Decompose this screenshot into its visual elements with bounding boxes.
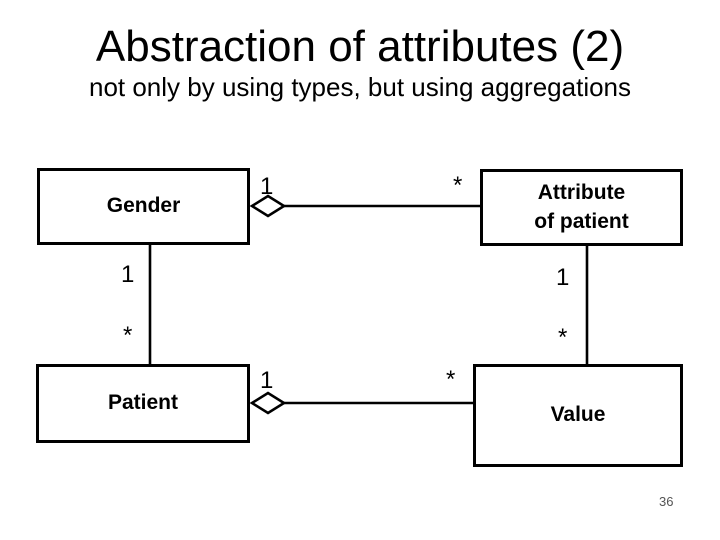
multiplicity-label-patient-value-from: 1	[260, 367, 274, 394]
multiplicity-label-attribute-value-from: 1	[556, 264, 570, 291]
node-gender-label: Gender	[106, 194, 181, 218]
multiplicity-label-gender-patient-to: *	[123, 322, 133, 349]
node-gender: Gender	[37, 168, 250, 245]
aggregation-diamond-icon-gender	[249, 194, 287, 218]
multiplicity-label-gender-patient-from: 1	[121, 261, 135, 288]
multiplicity-label-gender-attribute-to: *	[453, 172, 463, 199]
node-value-label: Value	[550, 403, 606, 427]
node-attribute-of-patient: Attribute of patient	[480, 169, 683, 246]
node-patient: Patient	[36, 364, 250, 443]
node-value: Value	[473, 364, 683, 467]
slide-subtitle: not only by using types, but using aggre…	[88, 72, 632, 102]
multiplicity-label-gender-attribute-from: 1	[260, 173, 274, 200]
slide-title: Abstraction of attributes (2)	[95, 22, 625, 71]
page-number: 36	[659, 494, 674, 509]
node-attribute-of-patient-label: Attribute of patient	[534, 181, 629, 233]
multiplicity-label-attribute-value-to: *	[558, 324, 568, 351]
multiplicity-label-patient-value-to: *	[446, 366, 456, 393]
aggregation-diamond-icon-patient	[249, 391, 287, 415]
node-patient-label: Patient	[107, 391, 178, 415]
